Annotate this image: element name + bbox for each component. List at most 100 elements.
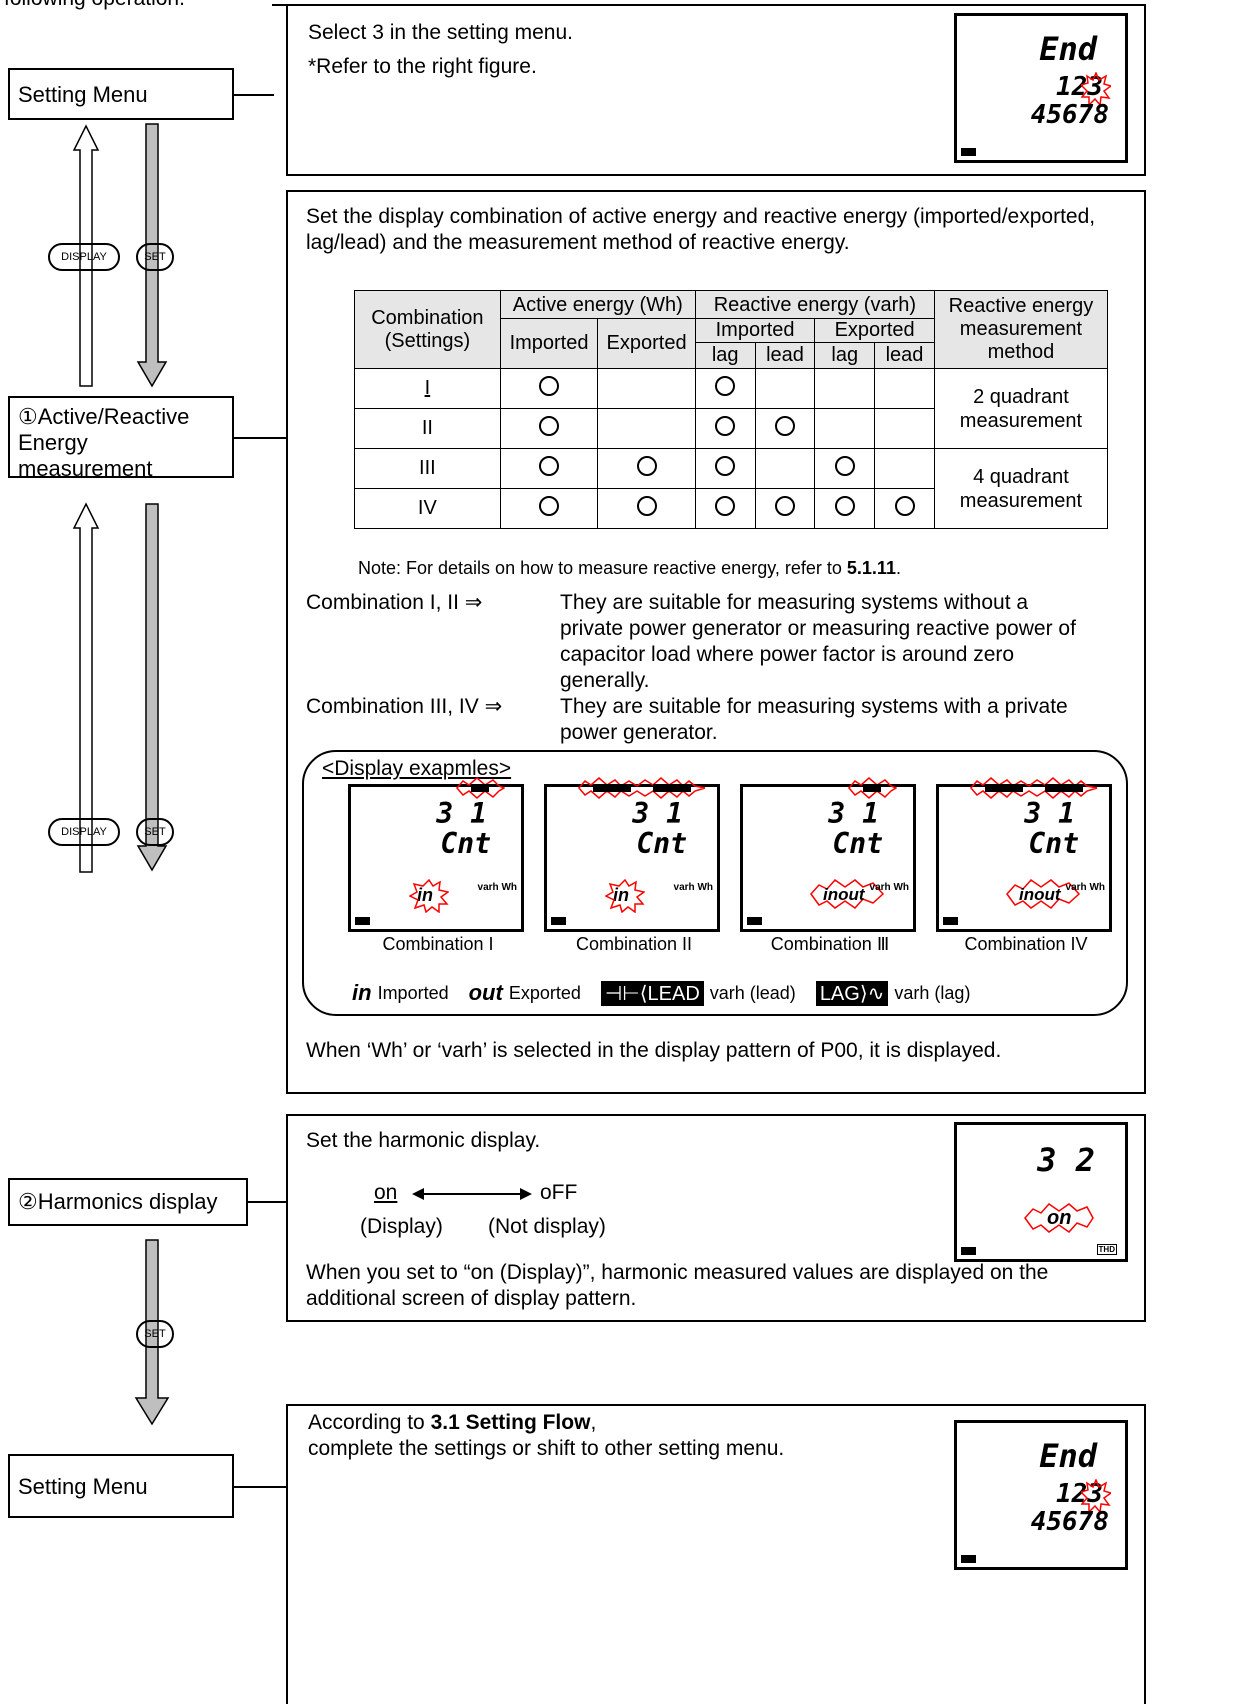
connector-line	[234, 94, 274, 96]
step1-line1: Select 3 in the setting menu.	[308, 21, 573, 44]
header-reactive: Reactive energy (varh)	[694, 290, 935, 319]
header-reactive-imported: Imported	[694, 318, 816, 343]
circle-mark-icon	[715, 415, 736, 436]
comb34-label: Combination III, IV ⇒	[306, 695, 503, 718]
mark-cell	[694, 448, 756, 489]
set-key-icon: SET	[136, 1320, 174, 1348]
lcd-text: 45678	[1030, 1507, 1109, 1537]
lcd-display-example: 3 1 Cnt inout varh Wh	[936, 777, 1112, 932]
circle-mark-icon	[539, 455, 560, 476]
mark-cell	[694, 368, 756, 409]
inout-tag-icon: inout	[823, 885, 865, 904]
connector-line	[234, 1486, 286, 1488]
method-2q: 2 quadrant measurement	[933, 368, 1109, 449]
mark-cell	[814, 368, 876, 409]
flow-arrows-1	[72, 123, 168, 388]
flow-setting-menu-1: Setting Menu	[8, 68, 234, 120]
step1-line2: *Refer to the right figure.	[308, 55, 537, 78]
header-active: Active energy (Wh)	[499, 290, 696, 319]
lcd-bar-icon	[747, 917, 762, 925]
header-lead: lead	[874, 342, 935, 369]
lcd-bar-icon	[943, 917, 958, 925]
lead-lag-indicator-icon	[578, 777, 706, 799]
step3-line1: Set the harmonic display.	[306, 1129, 541, 1152]
step2-panel: Set the display combination of active en…	[286, 190, 1146, 1094]
header-method: Reactive energy measurement method	[933, 290, 1109, 369]
flow-arrow-3	[134, 1239, 170, 1426]
lcd-text: 3 1	[436, 797, 487, 830]
header-active-imported: Imported	[499, 318, 599, 369]
lcd-bar-icon	[551, 917, 566, 925]
circle-mark-icon	[715, 495, 736, 516]
blink-burst-icon	[605, 879, 645, 913]
flow-harmonics: ②Harmonics display	[8, 1178, 248, 1226]
comb12-text: They are suitable for measuring systems …	[560, 591, 1076, 692]
circle-mark-icon	[636, 495, 657, 516]
lcd-display-example: 3 1 Cnt in varh Wh	[544, 777, 720, 932]
mark-cell	[874, 448, 935, 489]
lcd-display-example: 3 1 Cnt inout varh Wh	[740, 777, 916, 932]
circle-mark-icon	[715, 455, 736, 476]
lcd-text: 3 1	[828, 797, 879, 830]
lcd-text: 3 1	[632, 797, 683, 830]
legend-exported: Exported	[508, 982, 581, 1003]
out-symbol-icon: out	[468, 980, 503, 1005]
lead-symbol-icon: ⊣⊢⟨LEAD	[600, 980, 704, 1006]
varh-wh-icon: varh Wh	[869, 882, 909, 893]
example-combination-3: 3 1 Cnt inout varh Wh Combination Ⅲ	[740, 777, 920, 955]
mark-cell	[597, 408, 696, 449]
note-ref-link: 5.1.11	[846, 558, 896, 578]
lcd-text: Cnt	[1028, 827, 1079, 860]
circle-mark-icon	[774, 415, 795, 436]
mark-cell	[754, 488, 816, 529]
note-text: .	[895, 558, 901, 578]
option-on-desc: (Display)	[360, 1215, 443, 1238]
example-caption: Combination Ⅲ	[770, 934, 890, 954]
mark-cell	[694, 488, 756, 529]
circle-mark-icon	[715, 375, 736, 396]
header-reactive-exported: Exported	[814, 318, 935, 343]
mark-cell	[694, 408, 756, 449]
lcd-text: 123	[1056, 72, 1103, 102]
lcd-text: End	[1039, 30, 1097, 68]
lcd-bar-icon	[961, 1555, 976, 1563]
header-active-exported: Exported	[597, 318, 696, 369]
lead-symbol-text: LEAD	[647, 982, 700, 1005]
set-key-icon: SET	[136, 818, 174, 846]
circle-mark-icon	[636, 455, 657, 476]
flow-setting-menu-2: Setting Menu	[8, 1454, 234, 1518]
display-key-icon: DISPLAY	[48, 243, 120, 271]
varh-wh-icon: varh Wh	[673, 882, 713, 893]
mark-cell	[499, 368, 599, 409]
lcd-text: 3 2	[1037, 1141, 1095, 1179]
mark-cell	[499, 488, 599, 529]
lcd-text: Cnt	[636, 827, 687, 860]
step3-footer: When you set to “on (Display)”, harmonic…	[306, 1261, 1049, 1310]
blink-burst-icon	[1081, 72, 1111, 107]
flow-arrows-2	[72, 502, 168, 873]
lcd-display-example: 3 1 Cnt in varh Wh	[348, 777, 524, 932]
circle-mark-icon	[539, 415, 560, 436]
legend-lag: varh (lag)	[894, 982, 971, 1003]
table-row-label: III	[354, 448, 501, 489]
mark-cell	[597, 368, 696, 409]
lcd-display-step4: End 123 45678	[954, 1420, 1128, 1570]
examples-title: <Display exapmles>	[322, 757, 512, 780]
blink-burst-icon	[810, 879, 885, 909]
option-on: on	[374, 1181, 398, 1204]
lag-symbol-icon: LAG⟩∿	[815, 980, 889, 1006]
step2-footer: When ‘Wh’ or ‘varh’ is selected in the d…	[306, 1039, 1002, 1062]
mark-cell	[597, 488, 696, 529]
lag-symbol-text: LAG	[819, 982, 860, 1005]
lead-lag-indicator-icon	[970, 777, 1098, 799]
table-row-label: I	[354, 368, 501, 409]
example-caption: Combination IV	[964, 934, 1088, 954]
comb34-text: They are suitable for measuring systems …	[560, 695, 1068, 744]
lag-indicator-icon	[848, 777, 897, 799]
mark-cell	[874, 488, 935, 529]
display-examples-panel: <Display exapmles> 3 1 Cnt in varh Wh Co…	[302, 750, 1128, 1016]
varh-wh-icon: varh Wh	[477, 882, 517, 893]
note-text: Note: For details on how to measure reac…	[358, 558, 847, 578]
row-label-text: I	[424, 377, 431, 399]
lcd-text: 45678	[1030, 100, 1109, 130]
